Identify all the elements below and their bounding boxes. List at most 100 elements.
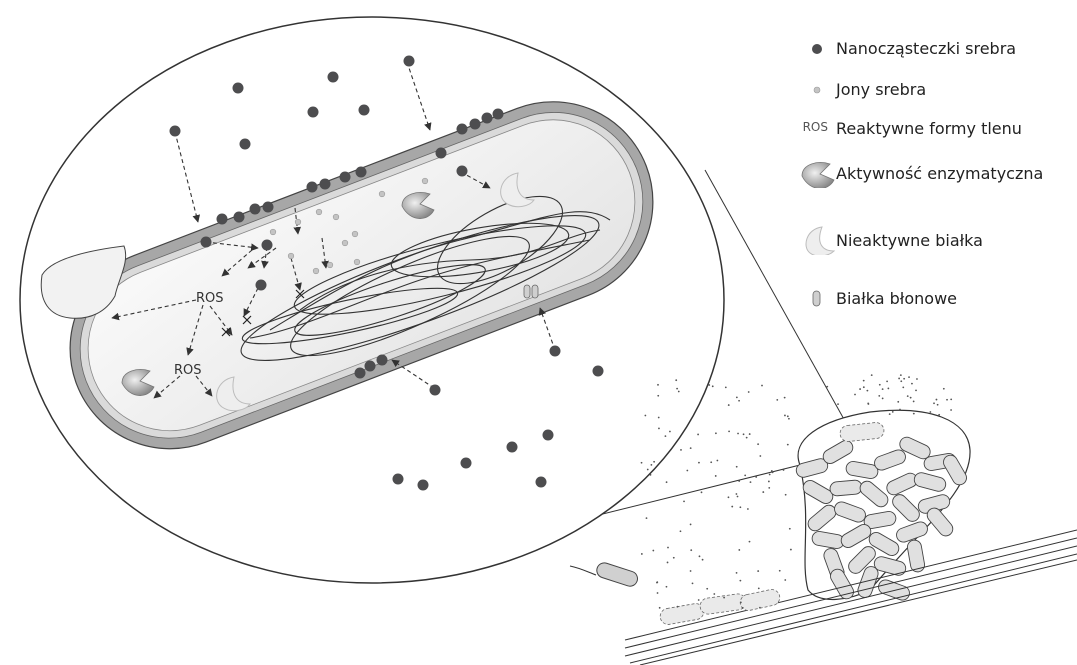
released-particle [863,380,865,382]
silver-nanoparticle [393,474,404,485]
silver-nanoparticle [308,107,319,118]
silver-ion-icon [776,74,836,104]
released-particle [897,401,899,403]
silver-nanoparticle [436,148,447,159]
released-particle [903,378,905,380]
released-particle [757,570,759,572]
released-particle [675,379,677,381]
silver-nanoparticle [240,139,251,150]
released-particle [650,474,652,476]
silver-ion [316,209,322,215]
silver-ion [354,259,360,265]
released-particle [761,385,763,387]
legend-label: Jony srebra [836,80,926,99]
released-particle [913,401,915,403]
legend-label: Nanocząsteczki srebra [836,39,1016,58]
released-particle [946,399,948,401]
released-particle [683,500,685,502]
released-particle [787,444,789,446]
released-particle [943,388,945,390]
released-particle [702,559,704,561]
released-particle [690,447,692,449]
released-particle [716,460,718,462]
released-particle [652,550,654,552]
silver-nanoparticle [250,204,261,215]
released-particle [837,403,839,405]
silver-nanoparticle [430,385,441,396]
released-particle [907,395,909,397]
released-particle [759,607,761,609]
released-particle [658,417,660,419]
released-particle [859,388,861,390]
silver-nanoparticle [461,458,472,469]
released-particle [783,469,785,471]
legend-label: Białka błonowe [836,289,957,308]
inactive-protein-icon [776,225,836,255]
released-particle [742,607,744,609]
released-particle [731,506,733,508]
released-particle [750,481,752,483]
released-particle [759,455,761,457]
released-particle [667,547,669,549]
released-particle [908,376,910,378]
released-particle [666,481,668,483]
silver-nanoparticle [457,166,468,177]
released-particle [712,385,714,387]
released-particle [787,415,789,417]
ros-symbol: ROS [803,120,828,134]
released-particle [915,389,917,391]
released-particle [673,557,675,559]
silver-nanoparticle [418,480,429,491]
released-particle [950,409,952,411]
released-particle [690,549,692,551]
released-particle [708,384,710,386]
released-particle [644,415,646,417]
silver-ion [422,178,428,184]
silver-nanoparticle [355,368,366,379]
free-bacterium [570,561,639,588]
ros-label-icon: ROS [776,113,836,143]
released-particle [776,399,778,401]
released-particle [899,409,901,411]
silver-nanoparticle-icon [776,33,836,63]
released-particle [936,399,938,401]
released-particle [665,435,667,437]
silver-nanoparticle [359,105,370,116]
silver-ion [342,240,348,246]
released-particle [871,374,873,376]
released-particle [686,470,688,472]
silver-nanoparticle [328,72,339,83]
released-particle [854,394,856,396]
released-particle [866,390,868,392]
released-particle [768,487,770,489]
released-particle [715,432,717,434]
released-particle [736,493,738,495]
released-particle [723,597,725,599]
released-particle [892,411,894,413]
released-particle [950,398,952,400]
released-particle [738,400,740,402]
released-particle [746,437,748,439]
released-particle [790,549,792,551]
silver-nanoparticle [356,167,367,178]
released-particle [938,414,940,416]
legend-ions: Jony srebra [776,74,926,104]
released-particle [739,506,741,508]
legend-label: Reaktywne formy tlenu [836,119,1022,138]
ros-label-2: ROS [174,363,202,378]
released-particle [647,469,649,471]
released-particle [929,411,931,413]
released-particle [738,549,740,551]
silver-nanoparticle [263,202,274,213]
released-particle [728,430,730,432]
released-particle [749,433,751,435]
released-particle [887,388,889,390]
released-particle [784,579,786,581]
silver-nanoparticle [262,240,273,251]
released-particle [658,428,660,430]
released-particle [653,461,655,463]
released-particle [882,398,884,400]
silver-nanoparticle [470,119,481,130]
released-particle [706,588,708,590]
released-particle [784,397,786,399]
